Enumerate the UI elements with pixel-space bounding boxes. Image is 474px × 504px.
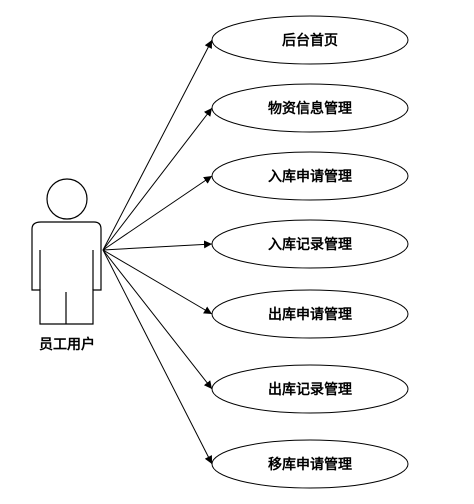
use-case-label: 后台首页	[282, 32, 338, 49]
actor-label: 员工用户	[39, 336, 95, 353]
use-case-label: 物资信息管理	[268, 100, 352, 117]
use-case-1: 物资信息管理	[211, 83, 409, 133]
association-line-1	[102, 107, 213, 251]
use-case-label: 入库申请管理	[268, 168, 352, 185]
use-case-label: 出库申请管理	[268, 306, 352, 323]
use-case-5: 出库记录管理	[211, 364, 409, 414]
person-stick-figure-icon	[31, 178, 102, 325]
association-line-3	[102, 240, 213, 251]
actor-employee: 员工用户	[31, 178, 102, 353]
use-case-label: 出库记录管理	[268, 381, 352, 398]
association-line-6	[102, 249, 213, 465]
association-line-5	[102, 249, 213, 390]
use-case-4: 出库申请管理	[211, 289, 409, 339]
use-case-3: 入库记录管理	[211, 219, 409, 269]
association-line-2	[102, 175, 213, 251]
association-lines	[102, 39, 213, 465]
use-cases: 后台首页 物资信息管理 入库申请管理 入库记录管理 出库申请管理 出库记录管理 …	[211, 15, 409, 489]
use-case-0: 后台首页	[211, 15, 409, 65]
use-case-2: 入库申请管理	[211, 151, 409, 201]
association-line-4	[102, 249, 213, 315]
use-case-6: 移库申请管理	[211, 439, 409, 489]
association-line-0	[102, 39, 213, 251]
use-case-label: 入库记录管理	[268, 236, 352, 253]
use-case-label: 移库申请管理	[268, 456, 352, 473]
